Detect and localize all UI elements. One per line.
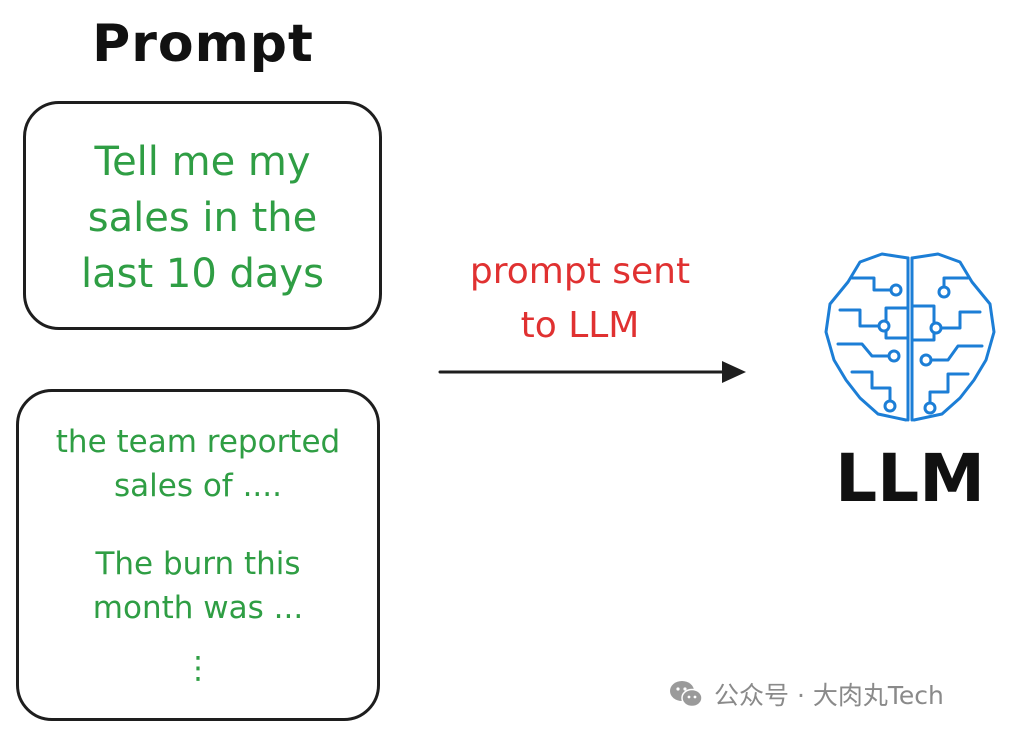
context-line: the team reported [55,424,341,460]
brain-circuit-icon [824,252,996,422]
llm-label: LLM [835,440,985,517]
arrow-label-line: prompt sent [469,251,691,292]
context-line: month was ... [92,590,304,626]
arrow-right-icon [438,361,746,383]
watermark-text: 公众号 · 大肉丸Tech [714,681,944,710]
prompt-title: Prompt [92,14,314,74]
arrow-label-line: to LLM [520,305,640,346]
prompt-line: sales in the [87,195,318,241]
context-line: sales of .... [114,468,282,504]
context-box: the team reported sales of .... The burn… [16,389,380,721]
wechat-icon [670,681,703,708]
context-line: The burn this [95,546,301,582]
prompt-line: Tell me my [94,139,311,185]
watermark: 公众号 · 大肉丸Tech [668,676,944,712]
context-ellipsis: ⋮ [182,650,214,686]
prompt-line: last 10 days [81,251,324,297]
prompt-box: Tell me my sales in the last 10 days [23,101,382,330]
